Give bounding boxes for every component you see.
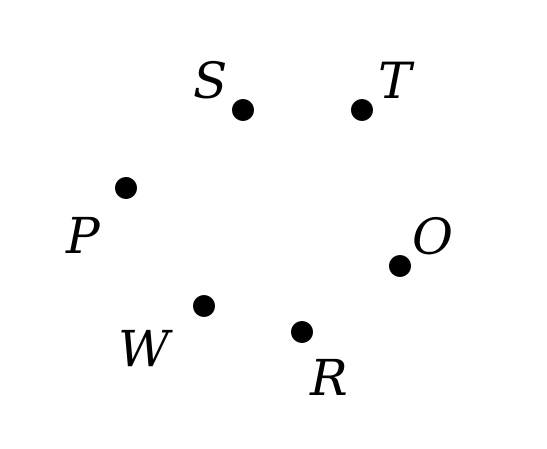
- point-r-dot: [291, 321, 313, 343]
- point-t-label: T: [378, 52, 415, 110]
- point-t-dot: [351, 99, 373, 121]
- point-s-dot: [232, 99, 254, 121]
- point-r-label: R: [309, 349, 348, 407]
- point-o-dot: [389, 255, 411, 277]
- point-o-label: O: [412, 208, 453, 266]
- point-s-label: S: [193, 52, 227, 110]
- point-w-dot: [193, 295, 215, 317]
- point-w-label: W: [118, 320, 173, 378]
- point-p-dot: [115, 177, 137, 199]
- point-p-label: P: [65, 207, 101, 265]
